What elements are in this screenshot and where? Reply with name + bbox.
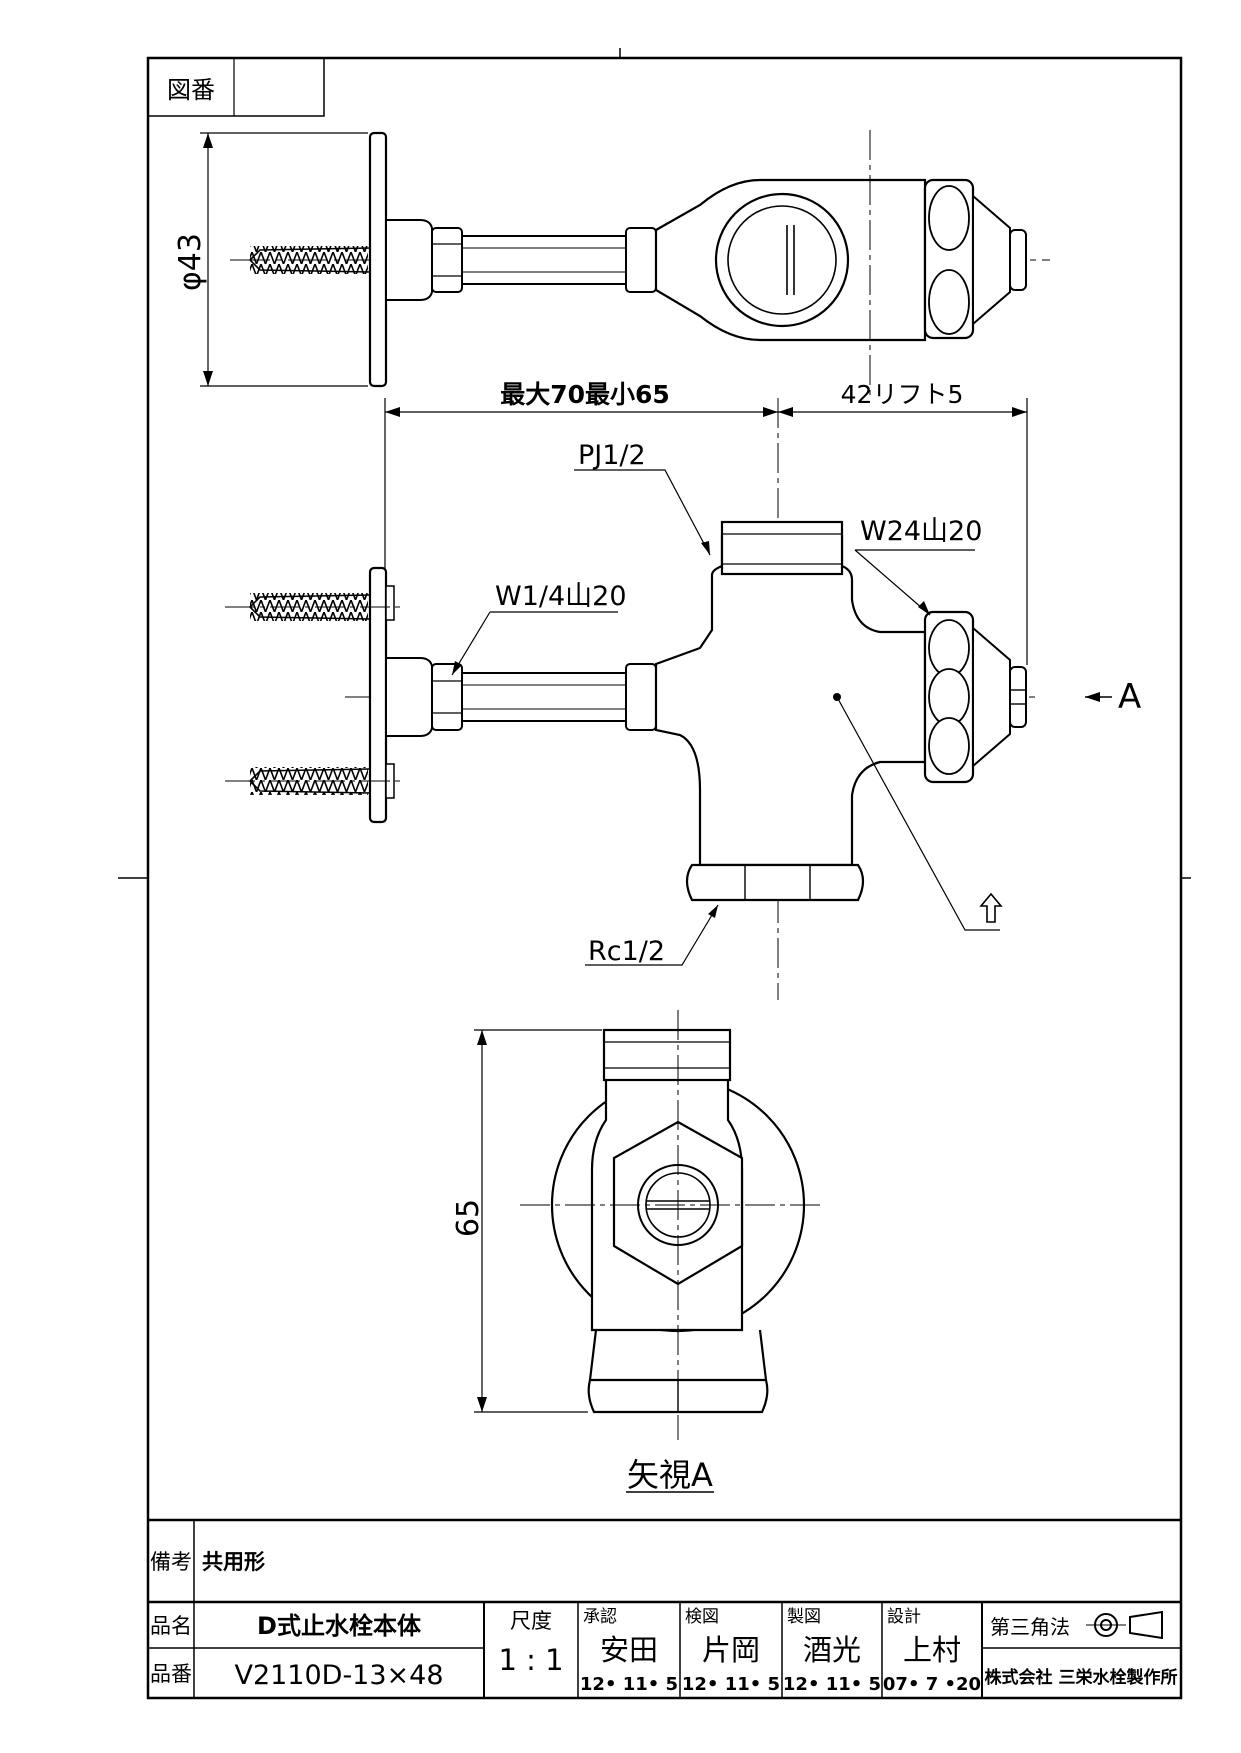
view-arrow-label: A — [1118, 677, 1141, 717]
projection-label: 第三角法 — [990, 1615, 1070, 1639]
title-block — [148, 1518, 1181, 1698]
end-view-a — [474, 1010, 820, 1493]
top-view — [200, 130, 1050, 395]
draft-name: 酒光 — [803, 1633, 861, 1667]
remarks-value: 共用形 — [202, 1550, 265, 1574]
check-date: 12• 11• 5 — [682, 1674, 780, 1695]
dim-span-left: 最大70最小65 — [500, 380, 670, 409]
dim-height: 65 — [451, 1199, 486, 1237]
approve-date: 12• 11• 5 — [580, 1674, 678, 1695]
draft-label: 製図 — [787, 1607, 821, 1627]
drawing-number-label: 図番 — [167, 76, 215, 104]
scale-value: 1 : 1 — [498, 1643, 563, 1677]
label-thread-spindle: W1/4山20 — [495, 581, 627, 612]
drawing-number-box: 図番 — [147, 57, 325, 117]
sheet-border — [146, 56, 1183, 1700]
name-value: D式止水栓本体 — [257, 1612, 422, 1640]
dim-span-right: 42リフト5 — [841, 380, 964, 409]
scale-label: 尺度 — [510, 1609, 552, 1633]
design-date: 07• 7 •20 — [883, 1674, 981, 1695]
design-label: 設計 — [887, 1607, 921, 1627]
check-name: 片岡 — [702, 1633, 760, 1667]
company-name: 株式会社 三栄水栓製作所 — [985, 1667, 1178, 1688]
dim-diameter: φ43 — [173, 233, 208, 291]
design-name: 上村 — [903, 1633, 961, 1667]
remarks-label: 備考 — [150, 1550, 192, 1574]
front-view — [225, 398, 1112, 1000]
part-value: V2110D-13×48 — [234, 1660, 443, 1691]
label-thread-top: PJ1/2 — [578, 440, 646, 471]
check-label: 検図 — [685, 1607, 719, 1627]
approve-label: 承認 — [583, 1607, 617, 1627]
name-label: 品名 — [150, 1614, 192, 1638]
label-thread-bottom: Rc1/2 — [588, 936, 665, 967]
approve-name: 安田 — [600, 1633, 658, 1667]
view-title: 矢視A — [627, 1456, 713, 1494]
part-label: 品番 — [150, 1662, 192, 1686]
draft-date: 12• 11• 5 — [783, 1674, 881, 1695]
label-thread-cap: W24山20 — [860, 516, 982, 547]
